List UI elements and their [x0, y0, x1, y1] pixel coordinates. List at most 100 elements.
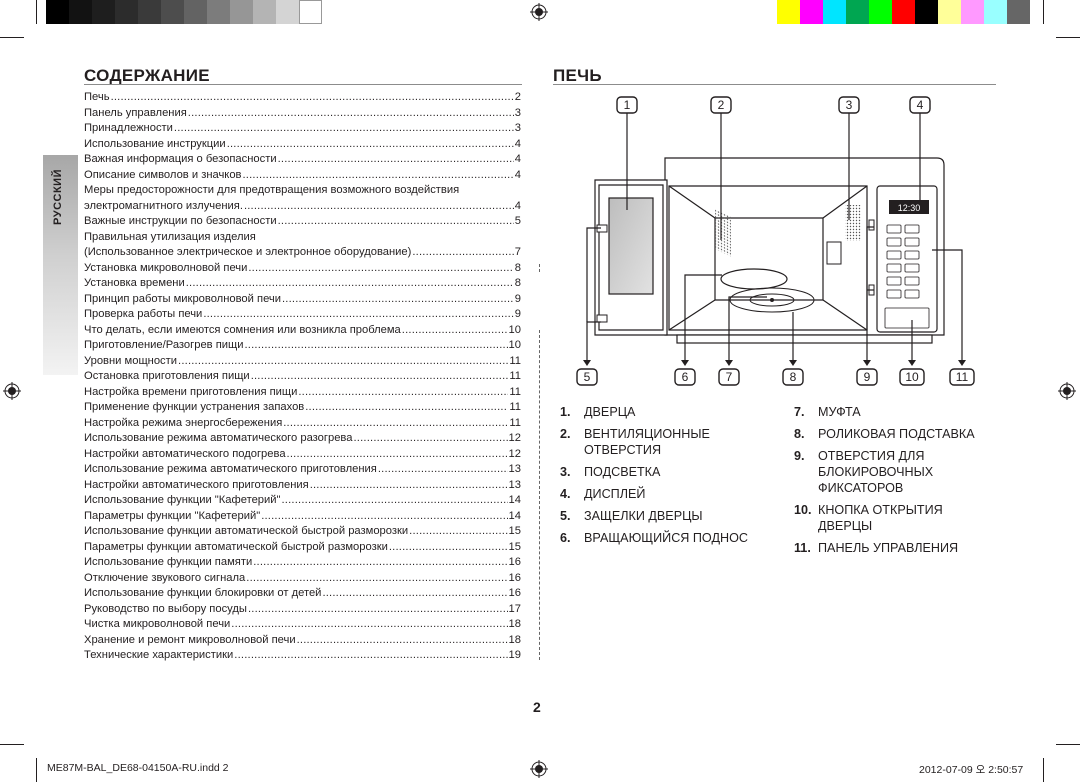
- toc-entry-page: 2: [514, 91, 521, 103]
- toc-entry-title: Использование режима автоматического раз…: [84, 432, 353, 444]
- toc-entry-page: 11: [509, 416, 521, 429]
- toc-entry-title: Уровни мощности: [84, 354, 178, 367]
- toc-entry: электромагнитного излучения.4: [84, 199, 521, 215]
- crop-mark: [0, 37, 24, 38]
- crop-mark: [36, 758, 37, 782]
- toc-entry-page: 18: [508, 633, 521, 646]
- oven-door: [594, 179, 668, 336]
- toc-entry: Отключение звукового сигнала16: [84, 571, 521, 587]
- toc-entry-title: Отключение звукового сигнала: [84, 571, 246, 584]
- toc-entry-page: 11: [509, 401, 521, 413]
- crop-mark: [1056, 744, 1080, 745]
- toc-entry-title: Настройка времени приготовления пищи: [84, 385, 298, 398]
- toc-entry: Установка микроволновой печи8: [84, 261, 521, 277]
- legend-item-number: 2.: [560, 427, 571, 441]
- toc-entry: Важная информация о безопасности4: [84, 152, 521, 168]
- toc-leader-dots: [310, 478, 508, 494]
- callout-1: 1: [624, 98, 631, 112]
- color-swatch: [984, 0, 1007, 24]
- toc-entry-page: 15: [508, 525, 521, 537]
- gray-swatch: [69, 0, 92, 24]
- toc-entry: Применение функции устранения запахов 11: [84, 400, 521, 416]
- crop-mark: [36, 0, 37, 24]
- toc-entry: Принадлежности3: [84, 121, 521, 137]
- toc-entry-page: 9: [514, 308, 521, 320]
- toc-entry-title: Остановка приготовления пищи: [84, 370, 250, 382]
- toc-entry-page: 8: [514, 261, 521, 274]
- toc-entry: Панель управления3: [84, 106, 521, 122]
- toc-entry-page: 8: [514, 277, 521, 289]
- toc-entry: Использование режима автоматического раз…: [84, 431, 521, 447]
- toc-entry: Описание символов и значков4: [84, 168, 521, 184]
- legend-item: 6.ВРАЩАЮЩИЙСЯ ПОДНОС: [560, 530, 790, 546]
- language-tab-label: РУССКИЙ: [52, 169, 64, 225]
- legend-item-number: 3.: [560, 465, 571, 479]
- callout-4: 4: [917, 98, 924, 112]
- toc-entry-title: (Использованное электрическое и электрон…: [84, 246, 412, 258]
- gray-swatch: [299, 0, 322, 24]
- toc-entry-title: Использование инструкции: [84, 137, 226, 150]
- toc-leader-dots: [378, 462, 508, 478]
- toc-leader-dots: [278, 214, 514, 230]
- language-tab: РУССКИЙ: [43, 155, 78, 375]
- footer-timestamp: 2012-07-09 오 2:50:57: [919, 764, 1024, 776]
- callout-10: 10: [905, 370, 919, 384]
- toc-entry-title: Принадлежности: [84, 122, 173, 134]
- oven-title-rule: [553, 84, 996, 85]
- oven-display: [889, 200, 929, 214]
- toc-entry-title: Правильная утилизация изделия: [84, 230, 256, 243]
- legend-item-label: ПОДСВЕТКА: [584, 465, 661, 479]
- toc-entry-title: Печь: [84, 91, 110, 103]
- toc-leader-dots: [412, 245, 513, 261]
- toc-entry: Настройка режима энергосбережения11: [84, 416, 521, 432]
- legend-item-number: 7.: [794, 405, 805, 419]
- legend-item: 5.ЗАЩЕЛКИ ДВЕРЦЫ: [560, 508, 790, 524]
- toc-entry-title: Панель управления: [84, 106, 187, 119]
- toc-title: СОДЕРЖАНИЕ: [84, 66, 210, 85]
- legend-item-number: 9.: [794, 449, 805, 463]
- callout-5: 5: [584, 370, 591, 384]
- toc-leader-dots: [305, 400, 508, 416]
- callout-6: 6: [682, 370, 689, 384]
- crop-mark: [1056, 37, 1080, 38]
- toc-leader-dots: [297, 633, 508, 649]
- legend-item: 11.ПАНЕЛЬ УПРАВЛЕНИЯ: [794, 540, 994, 556]
- gray-swatch: [92, 0, 115, 24]
- toc-entry: Руководство по выбору посуды17: [84, 602, 521, 618]
- toc-leader-dots: [244, 199, 514, 215]
- toc-entry-page: 10: [508, 323, 521, 336]
- legend-item-number: 5.: [560, 509, 571, 523]
- legend-item-number: 8.: [794, 427, 805, 441]
- toc-entry-title: Меры предосторожности для предотвращения…: [84, 184, 460, 196]
- toc-entry: Чистка микроволновой печи18: [84, 617, 521, 633]
- toc-entry: Настройки автоматического подогрева12: [84, 447, 521, 463]
- legend-item-label: ВЕНТИЛЯЦИОННЫЕ ОТВЕРСТИЯ: [584, 427, 710, 457]
- toc-entry-title: Применение функции устранения запахов: [84, 401, 305, 413]
- toc-entry-page: 12: [508, 447, 521, 460]
- legend-item: 3. ПОДСВЕТКА: [560, 464, 790, 480]
- toc-entry: Принцип работы микроволновой печи9: [84, 292, 521, 308]
- color-swatch: [938, 0, 961, 24]
- toc-entry-title: Установка времени: [84, 277, 185, 289]
- toc-entry: Использование режима автоматического при…: [84, 462, 521, 478]
- toc-entry-page: 14: [508, 509, 521, 522]
- toc-leader-dots: [282, 493, 508, 509]
- toc-entry-page: 4: [514, 199, 521, 212]
- toc-entry-page: 7: [514, 246, 521, 258]
- toc-entry: Что делать, если имеются сомнения или во…: [84, 323, 521, 339]
- toc-leader-dots: [389, 540, 508, 556]
- toc-leader-dots: [278, 152, 514, 168]
- toc-entry: Использование инструкции4: [84, 137, 521, 153]
- registration-mark-left: [3, 382, 21, 400]
- toc-entry: Важные инструкции по безопасности5: [84, 214, 521, 230]
- toc-title-rule: [84, 84, 522, 85]
- legend-item-label: ВРАЩАЮЩИЙСЯ ПОДНОС: [584, 531, 748, 545]
- color-swatch: [846, 0, 869, 24]
- toc-leader-dots: [111, 90, 514, 106]
- legend-item: 2. ВЕНТИЛЯЦИОННЫЕ ОТВЕРСТИЯ: [560, 426, 790, 458]
- legend-item-label: ПАНЕЛЬ УПРАВЛЕНИЯ: [818, 541, 959, 555]
- toc-entry-title: Руководство по выбору посуды: [84, 602, 247, 615]
- toc-leader-dots: [248, 602, 508, 618]
- toc-entry-title: Проверка работы печи: [84, 308, 203, 320]
- color-swatch: [1007, 0, 1030, 24]
